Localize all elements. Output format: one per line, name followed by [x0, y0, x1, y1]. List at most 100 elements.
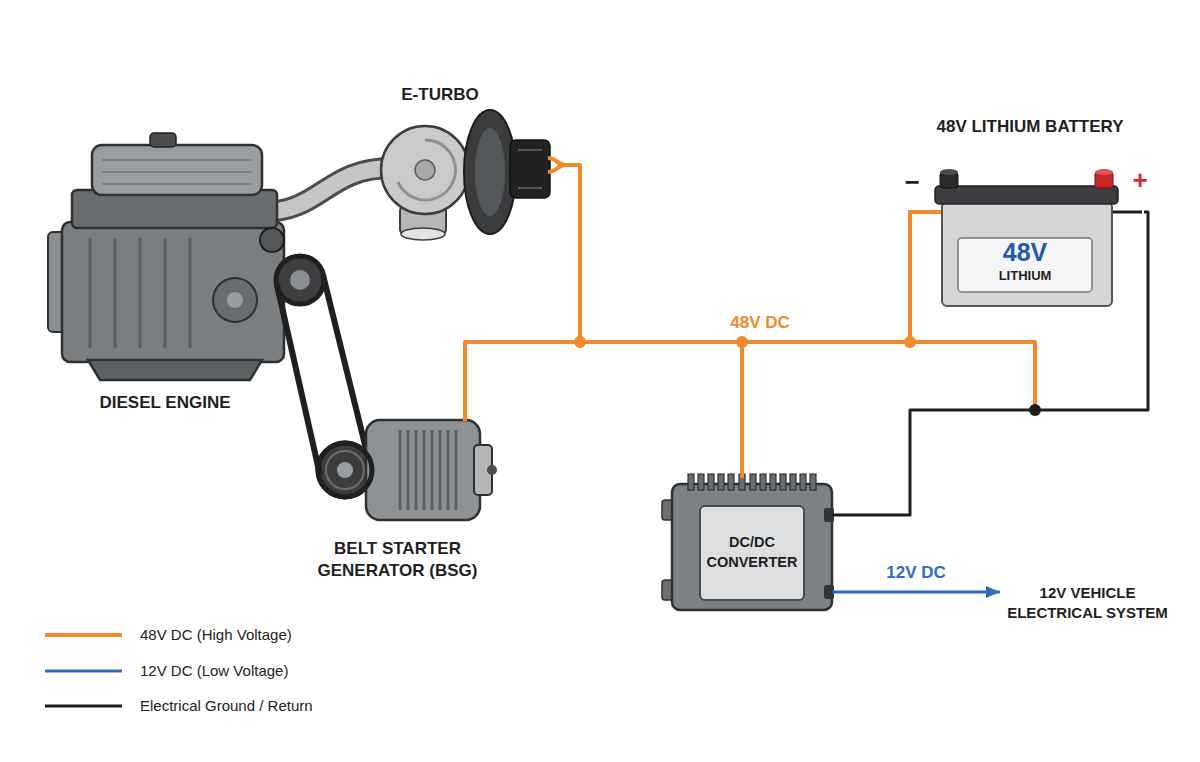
turbo-node: E-TURBO [380, 78, 565, 240]
drive-belt [276, 256, 372, 497]
legend-line-sample [45, 705, 122, 708]
legend-row: Electrical Ground / Return [140, 696, 313, 716]
component-label: 12V VEHICLE ELECTRICAL SYSTEM [1000, 583, 1175, 622]
legend-text: Electrical Ground / Return [140, 696, 313, 716]
converter-illustration [708, 474, 714, 490]
bsg-illustration [400, 430, 456, 510]
legend-line-sample [45, 633, 122, 637]
text-slot: − [900, 168, 924, 197]
engine-illustration [139, 238, 142, 348]
legend-row: 12V DC (Low Voltage) [140, 661, 288, 681]
bsg-illustration [318, 443, 372, 497]
text-slot: 12V DC [884, 562, 948, 584]
converter-illustration [780, 474, 786, 490]
engine-illustration [102, 159, 252, 161]
battery-illustration [918, 210, 942, 214]
exhaust-pipe [262, 168, 392, 212]
bsg-illustration [487, 465, 497, 475]
engine-illustration [102, 171, 252, 173]
converter-illustration [810, 474, 816, 490]
converter-illustration [662, 474, 834, 610]
engine-illustration [150, 133, 176, 147]
text-slot: 48V DC [705, 312, 815, 334]
bsg-illustration [318, 412, 497, 520]
turbo-illustration [548, 165, 565, 172]
component-label: DC/DC CONVERTER [702, 533, 802, 572]
turbo-illustration [518, 150, 542, 188]
wire-voltage-label: 12V DC [884, 562, 948, 584]
bsg-illustration [415, 430, 418, 510]
converter-illustration [672, 484, 832, 610]
bsg-illustration [399, 430, 402, 510]
exhaust-pipe [262, 168, 392, 212]
engine-illustration [102, 160, 252, 184]
turbo-illustration [381, 126, 469, 214]
bsg-illustration [463, 412, 467, 421]
legend-row: 48V DC (High Voltage) [140, 625, 292, 645]
engine-illustration [89, 238, 92, 348]
battery-voltage-text: 48V [958, 239, 1092, 267]
text-slot: 48V LITHIUM BATTERY [918, 116, 1142, 138]
text-slot: LITHIUM [958, 269, 1092, 283]
bus-wire-extension [910, 342, 1035, 410]
engine-illustration [92, 145, 262, 195]
converter-illustration [770, 474, 776, 490]
turbo-illustration [518, 149, 542, 151]
converter-illustration [728, 474, 734, 490]
engine-illustration [114, 238, 117, 348]
drive-belt [326, 451, 364, 489]
component-label: 48V LITHIUM BATTERY [918, 116, 1142, 138]
turbo-illustration [398, 140, 455, 200]
drive-belt [277, 285, 320, 475]
converter-illustration [790, 474, 796, 490]
bsg-node: BELT STARTER GENERATOR (BSG) [305, 412, 492, 592]
text-slot: 12V VEHICLE ELECTRICAL SYSTEM [1000, 583, 1175, 622]
engine-illustration [88, 360, 262, 380]
hv-wire [465, 212, 918, 412]
engine-illustration [189, 238, 192, 348]
battery-illustration [958, 238, 1092, 292]
vehicle-system-node: 12V VEHICLE ELECTRICAL SYSTEM [1000, 583, 1177, 631]
turbo-illustration [518, 187, 542, 189]
turbo-illustration [510, 140, 550, 198]
turbo-illustration [415, 160, 435, 180]
turbo-illustration [381, 110, 565, 240]
hv-wire [565, 165, 918, 342]
text-slot: E-TURBO [380, 84, 500, 106]
drive-belt [290, 270, 310, 290]
engine-illustration [213, 278, 257, 322]
hv-wire [742, 212, 918, 478]
battery-illustration [918, 169, 1142, 306]
bsg-illustration [439, 430, 442, 510]
text-slot: 48V [958, 239, 1092, 267]
text-slot: BELT STARTER GENERATOR (BSG) [305, 538, 490, 582]
drive-belt [276, 256, 324, 304]
converter-node: DC/DC CONVERTER [672, 478, 832, 610]
junction-dot [736, 336, 748, 348]
bsg-illustration [431, 430, 434, 510]
drive-belt [337, 462, 353, 478]
battery-illustration [1095, 169, 1113, 175]
engine-illustration [164, 238, 167, 348]
converter-illustration [800, 474, 806, 490]
legend-text: 12V DC (Low Voltage) [140, 661, 288, 681]
turbo-illustration [475, 128, 505, 216]
bsg-illustration [366, 420, 480, 520]
lv-wire [832, 591, 1000, 594]
battery-illustration [942, 202, 1112, 306]
converter-illustration [698, 474, 704, 490]
converter-illustration [750, 474, 756, 490]
converter-illustration [688, 474, 816, 490]
bsg-illustration [455, 430, 458, 510]
exhaust-pipe [262, 168, 392, 212]
component-label: E-TURBO [380, 84, 500, 106]
junction-dot [904, 336, 916, 348]
battery-illustration [935, 186, 1118, 204]
component-label: BELT STARTER GENERATOR (BSG) [305, 538, 490, 582]
converter-illustration [700, 506, 804, 600]
